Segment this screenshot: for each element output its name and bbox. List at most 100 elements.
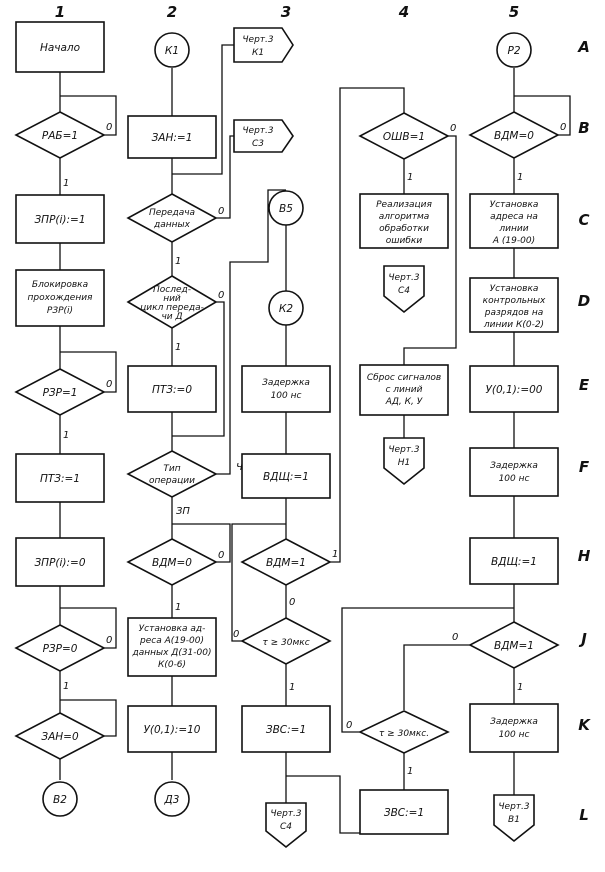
- process-set-address-data-line-2: реса А(19-00): [139, 636, 204, 646]
- connector-k2-label: К2: [279, 303, 293, 315]
- decision-vdm1-col5: [468, 621, 560, 669]
- link-to-ref-c3: [216, 135, 234, 219]
- process-ptz-set-label: ПТЗ:=1: [40, 473, 80, 485]
- process-delay-col3: [241, 365, 331, 413]
- process-zpr-clear-label: ЗПР(i):=0: [34, 557, 85, 569]
- page-ref-c3-line-1: Черт.3: [242, 126, 274, 136]
- process-vdsh-col5: [469, 537, 559, 585]
- process-ptz-set: [15, 453, 105, 503]
- branch-label-rab-0: 0: [106, 122, 112, 133]
- branch-label-rzr1-0: 0: [106, 379, 112, 390]
- branch-label-rzr1-1: 1: [63, 430, 69, 441]
- process-block-rzr-line-2: прохождения: [28, 293, 94, 303]
- link-to-ref-k1: [172, 44, 234, 175]
- decision-vdm1-col5-label: ВДМ=1: [494, 640, 534, 652]
- process-block-rzr-line-1: Блокировка: [32, 280, 88, 290]
- process-error-handling-line-4: ошибки: [386, 236, 423, 246]
- decision-tau-col4-label: τ ≥ 30мкс.: [379, 729, 429, 739]
- connector-b5-label: В5: [279, 203, 293, 215]
- process-block-rzr: [15, 269, 105, 327]
- column-header-3: 3: [281, 3, 291, 21]
- branch-label-vdm0-col5-0: 0: [560, 122, 566, 133]
- decision-vdm0-col2: [126, 538, 218, 586]
- loop-tau-col3: [231, 523, 286, 642]
- process-set-control-bits-line-4: линии К(0-2): [483, 320, 544, 330]
- page-ref-b1: [493, 794, 535, 843]
- process-delay-col5-line-2: 100 нс: [499, 474, 530, 484]
- column-3: Черт.3 К1 Черт.3 С3 В5 К2 Задержка 100 н…: [233, 27, 338, 849]
- process-zvs-col4: [359, 789, 449, 835]
- page-ref-h1-line-1: Черт.3: [388, 445, 420, 455]
- decision-oshv-label: ОШВ=1: [383, 131, 425, 143]
- decision-zan0-label: ЗАН=0: [41, 731, 79, 743]
- page-ref-k1-line-1: Черт.3: [242, 35, 274, 45]
- row-header-k: K: [578, 716, 591, 734]
- column-2: К1 ЗАН:=1 Передача данных Послед- ний ци…: [126, 32, 250, 817]
- page-ref-c4-col4-line-2: С4: [398, 286, 410, 296]
- branch-label-last-cycle-1: 1: [175, 342, 181, 353]
- decision-rab: [14, 111, 106, 159]
- column-1: Начало РАБ=1 ЗПР(i):=1 Блокировка прохож…: [14, 21, 112, 817]
- branch-label-rzr0-0: 0: [106, 635, 112, 646]
- column-5: Р2 ВДМ=0 Установка адреса на линии А (19…: [452, 32, 566, 843]
- process-zan-set-label: ЗАН:=1: [152, 132, 193, 144]
- process-delay-col3-line-1: Задержка: [262, 378, 310, 388]
- process-set-address-line-4: А (19-00): [492, 236, 535, 246]
- decision-last-cycle-line-2: ний: [163, 294, 181, 304]
- page-ref-c4-col4-line-1: Черт.3: [388, 273, 420, 283]
- process-set-address-line-3: линии: [498, 224, 528, 234]
- page-ref-c3: [233, 119, 294, 153]
- process-u-00-label: У(0,1):=00: [486, 384, 543, 396]
- branch-label-tau-col4-1: 1: [407, 766, 413, 777]
- connector-b5: [268, 190, 304, 226]
- decision-transfer-line-1: Передача: [149, 208, 195, 218]
- row-header-d: D: [578, 292, 590, 310]
- branch-label-oshv-1: 1: [407, 172, 413, 183]
- process-u-00: [469, 365, 559, 413]
- process-set-control-bits-line-3: разрядов на: [484, 308, 543, 318]
- process-set-control-bits-line-2: контрольных: [483, 296, 546, 306]
- loop-rab: [60, 95, 117, 136]
- process-set-address: [469, 193, 559, 249]
- page-ref-k1: [233, 27, 294, 63]
- process-reset-signals-line-3: АД, К, У: [385, 397, 423, 407]
- start-block: [15, 21, 105, 73]
- connector-p2: [496, 32, 532, 68]
- branch-label-vdm1-col3-0: 0: [289, 597, 295, 608]
- branch-label-transfer-1: 1: [175, 256, 181, 267]
- decision-vdm1-col3-label: ВДМ=1: [266, 557, 306, 569]
- connector-k2: [268, 290, 304, 326]
- branch-label-rab-1: 1: [63, 178, 69, 189]
- branch-label-vdm0-col2-1: 1: [175, 602, 181, 613]
- process-set-address-data: [127, 617, 217, 677]
- page-ref-c4-col3: [265, 802, 307, 849]
- process-delay-col3-line-2: 100 нс: [271, 391, 302, 401]
- connector-d3: [154, 781, 190, 817]
- decision-rzr0: [14, 624, 106, 672]
- row-header-b: B: [578, 119, 589, 137]
- process-set-control-bits: [469, 277, 559, 333]
- page-ref-h1: [383, 437, 425, 486]
- start-label: Начало: [40, 42, 80, 54]
- row-header-l: L: [579, 806, 589, 824]
- decision-transfer: [126, 193, 218, 243]
- process-zvs-col4-label: ЗВС:=1: [384, 807, 424, 819]
- loop-rzr1: [60, 351, 117, 393]
- process-zpr-set: [15, 194, 105, 244]
- process-u-10-label: У(0,1):=10: [144, 724, 201, 736]
- row-header-h: H: [578, 547, 591, 565]
- column-header-1: 1: [55, 3, 65, 21]
- column-header-4: 4: [398, 3, 409, 21]
- branch-label-transfer-0: 0: [218, 206, 224, 217]
- process-error-handling: [359, 193, 449, 249]
- column-4: ОШВ=1 Реализация алгоритма обработки оши…: [346, 112, 456, 835]
- process-vdsh-col3-label: ВДЩ:=1: [263, 471, 309, 483]
- process-set-address-data-line-4: К(0-6): [158, 660, 186, 670]
- process-vdsh-col3: [241, 453, 331, 499]
- process-ptz-clear-label: ПТЗ:=0: [152, 384, 192, 396]
- page-ref-b1-line-2: В1: [508, 815, 520, 825]
- process-reset-signals-line-1: Сброс сигналов: [367, 373, 441, 383]
- connector-b2-label: В2: [53, 794, 67, 806]
- decision-oshv: [358, 112, 450, 160]
- branch-label-vdm0-col2-0: 0: [218, 550, 224, 561]
